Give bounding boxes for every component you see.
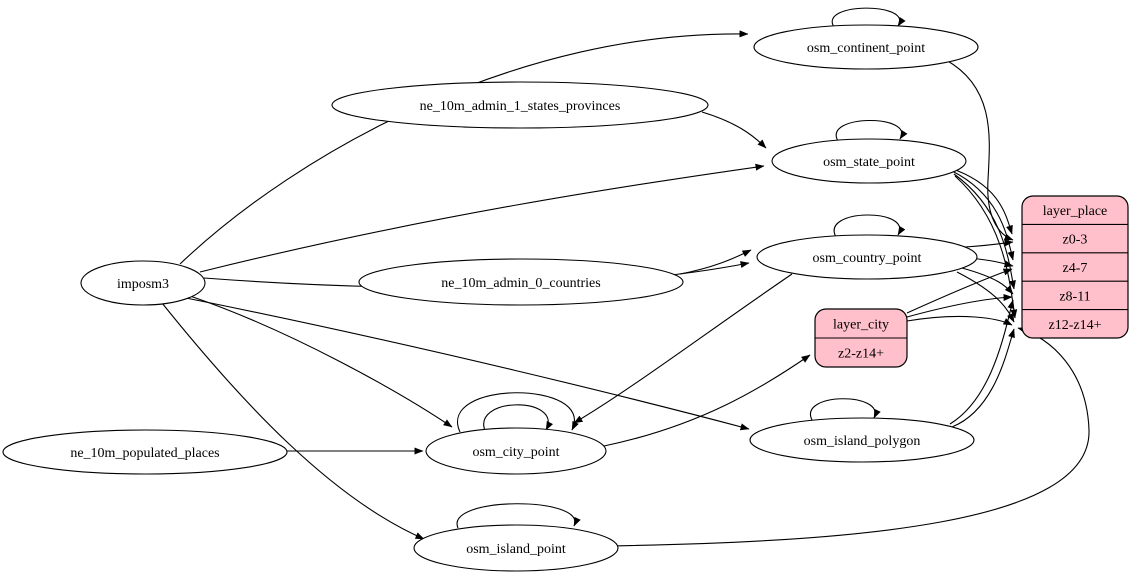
node-imposm3: imposm3 (80, 260, 206, 306)
node-label-ne_10m_admin_0_countries: ne_10m_admin_0_countries (441, 276, 600, 291)
record-row-layer_city-z2-z14+: z2-z14+ (838, 347, 884, 362)
node-shape-ne_10m_populated_places (2, 429, 288, 475)
node-label-osm_continent_point: osm_continent_point (807, 41, 925, 56)
self-loop-osm_island_polygon-5 (809, 398, 881, 421)
edge-osm_country_point-osm_city_point (573, 273, 793, 424)
record-shape-layer_place (1021, 195, 1129, 339)
edge-osm_state_point-layer_place-z8-11 (953, 173, 1016, 290)
edge-layer_city-layer_place-z4-7 (906, 268, 1013, 314)
node-shape-osm_state_point (771, 138, 967, 184)
record-row-layer_city-layer_city: layer_city (833, 318, 889, 333)
node-ne_10m_admin_1_states_provinces: ne_10m_admin_1_states_provinces (331, 81, 709, 129)
edge-osm_country_point-layer_place-z0-3 (964, 239, 1014, 248)
node-label-osm_island_point: osm_island_point (466, 542, 566, 557)
node-label-ne_10m_populated_places: ne_10m_populated_places (70, 446, 219, 461)
node-label-ne_10m_admin_1_states_provinces: ne_10m_admin_1_states_provinces (420, 99, 621, 114)
node-shape-osm_continent_point (753, 24, 979, 70)
edge-ne_10m_admin_0_countries-osm_country_point (679, 249, 752, 275)
record-row-layer_place-z12-z14+: z12-z14+ (1049, 318, 1102, 333)
edge-imposm3-osm_island_point (161, 302, 425, 540)
node-shape-ne_10m_admin_0_countries (358, 258, 684, 306)
edge-ne_10m_admin_1_states_provinces-osm_state_point (701, 111, 767, 149)
edge-imposm3-osm_state_point (199, 163, 765, 273)
node-osm_island_point: osm_island_point (413, 524, 619, 572)
node-osm_city_point: osm_city_point (425, 427, 607, 475)
node-label-osm_island_polygon: osm_island_polygon (804, 434, 921, 449)
edge-osm_state_point-layer_place-z4-7 (951, 170, 1015, 261)
edge-layer_city-layer_place-z8-11 (906, 293, 1013, 318)
node-label-imposm3: imposm3 (117, 277, 169, 292)
record-row-layer_place-layer_place: layer_place (1043, 204, 1108, 219)
node-label-osm_country_point: osm_country_point (813, 251, 922, 266)
record-row-layer_place-z8-11: z8-11 (1059, 289, 1090, 304)
node-label-osm_state_point: osm_state_point (823, 155, 915, 170)
node-shape-osm_island_point (413, 524, 619, 572)
node-layer_city: layer_city z2-z14+ (814, 308, 908, 368)
edge-imposm3-osm_city_point (189, 295, 453, 428)
node-shape-osm_island_polygon (749, 417, 975, 463)
node-shape-imposm3 (80, 260, 206, 306)
edge-osm_country_point-layer_place-z8-11 (961, 267, 1014, 295)
node-osm_state_point: osm_state_point (771, 138, 967, 184)
edge-osm_island_polygon-layer_place-z8-11 (949, 299, 1015, 425)
node-ne_10m_admin_0_countries: ne_10m_admin_0_countries (358, 258, 684, 306)
record-row-layer_place-z4-7: z4-7 (1063, 261, 1088, 276)
node-osm_island_polygon: osm_island_polygon (749, 417, 975, 463)
node-osm_country_point: osm_country_point (756, 234, 978, 280)
node-shape-osm_country_point (756, 234, 978, 280)
node-osm_continent_point: osm_continent_point (753, 24, 979, 70)
self-loop-osm_country_point-2 (833, 214, 906, 238)
node-shape-osm_city_point (425, 427, 607, 475)
node-ne_10m_populated_places: ne_10m_populated_places (2, 429, 288, 475)
node-label-osm_city_point: osm_city_point (472, 445, 559, 460)
edge-imposm3-osm_island_polygon (185, 297, 750, 431)
self-loop-osm_continent_point-0 (831, 7, 906, 28)
record-row-layer_place-z0-3: z0-3 (1063, 233, 1088, 248)
edge-osm_continent_point-layer_place-z0-3 (945, 59, 1014, 241)
edge-osm_island_polygon-layer_place-z12-z14+ (951, 328, 1015, 428)
edge-osm_island_point-layer_place-z12-z14+ (603, 327, 1090, 547)
edge-osm_city_point-layer_city-z2-z14+ (603, 354, 811, 447)
node-shape-ne_10m_admin_1_states_provinces (331, 81, 709, 129)
edge-layer_city-layer_place-z12-z14+ (906, 315, 1013, 326)
self-loop-osm_city_point-3 (457, 392, 579, 433)
node-layer_place: layer_place z0-3 z4-7 z8-11 z12-z14+ (1021, 195, 1129, 339)
edge-imposm3-osm_continent_point (179, 30, 749, 265)
edge-osm_state_point-layer_place-z0-3 (949, 167, 1013, 235)
self-loop-osm_city_point-4 (483, 404, 554, 434)
self-loop-osm_state_point-1 (835, 120, 908, 142)
self-loop-osm_island_point-6 (456, 503, 581, 529)
